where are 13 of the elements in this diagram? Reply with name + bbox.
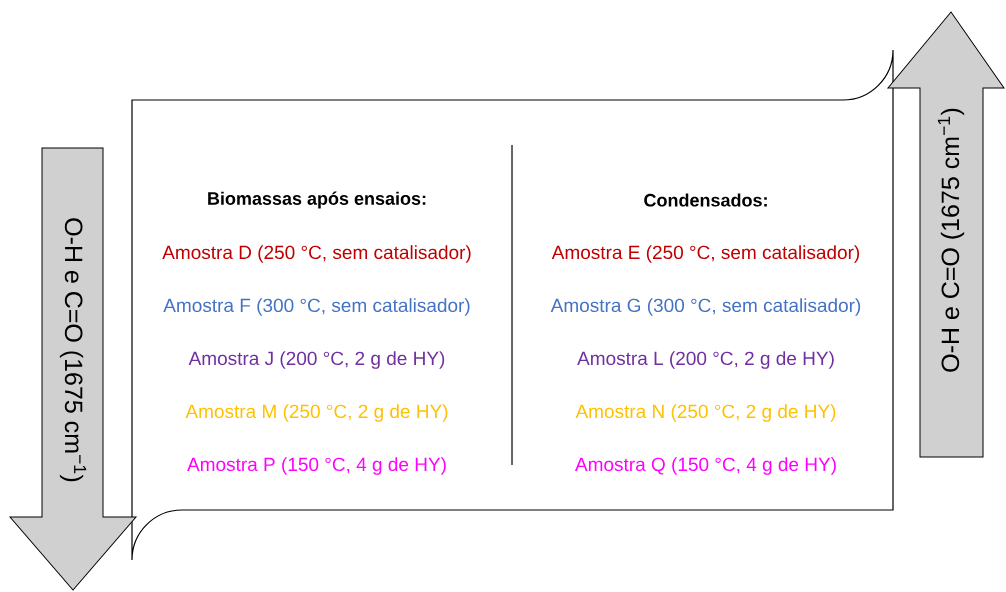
sample-text: Amostra M (250 °C, 2 g de HY) bbox=[185, 404, 448, 422]
panel-box bbox=[131, 49, 894, 561]
column-heading: Condensados: bbox=[644, 193, 767, 207]
sample-text: Amostra G (300 °C, sem catalisador) bbox=[550, 298, 861, 316]
sample-text: Amostra N (250 °C, 2 g de HY) bbox=[575, 404, 836, 422]
sample-text: Amostra E (250 °C, sem catalisador) bbox=[551, 245, 860, 263]
column-heading: Biomassas após ensaios: bbox=[208, 191, 426, 209]
sample-text: Amostra D (250 °C, sem catalisador) bbox=[162, 245, 471, 263]
sample-text: Amostra Q (150 °C, 4 g de HY) bbox=[575, 457, 836, 475]
sample-text: Amostra L (200 °C, 2 g de HY) bbox=[577, 351, 834, 369]
sample-text: Amostra F (300 °C, sem catalisador) bbox=[163, 298, 470, 316]
sample-text: Amostra P (150 °C, 4 g de HY) bbox=[187, 457, 446, 475]
sample-text: Amostra J (200 °C, 2 g de HY) bbox=[188, 351, 445, 369]
